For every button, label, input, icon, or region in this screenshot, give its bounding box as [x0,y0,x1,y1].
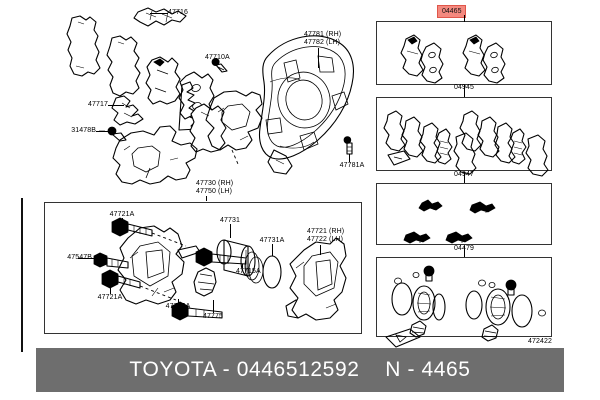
callout-47730-47750: 47730 (RH) 47750 (LH) [196,180,234,195]
left-vertical-rule [21,198,23,352]
caliper-bracket-art [285,237,347,321]
highlight-badge-04465[interactable]: 04465 [437,5,467,18]
shim-kit-art [383,110,549,177]
brake-pad-with-wear-indicator [145,56,181,105]
slide-pin-long-art-2 [171,301,223,321]
dust-boot-art [193,267,217,297]
leader-47721A-lower [110,288,111,294]
callout-47731A: 47731A [259,237,285,244]
callout-47721A-upper: 47721A [109,211,135,218]
leader-47547B [78,258,94,259]
caliper-bolt-lower-art [101,269,177,301]
callout-47710A: 47710A [205,54,230,61]
panel-box-04945 [376,97,552,171]
leader-04479 [464,246,465,257]
callout-47715A-2: 47715A [165,303,191,310]
seal-kit-art [385,265,546,348]
panel-box-04479 [376,257,552,337]
sheet-code-label: 472422 [528,338,552,345]
callout-47547B: 47547B [67,254,92,262]
slide-pin-short-art [93,252,129,269]
caliper-assembly-box [44,202,362,334]
leader-04465 [464,15,465,22]
leader-47721 [320,245,321,255]
piston-seal-art [262,255,282,289]
brake-pad-right [189,103,227,153]
leader-04945 [464,85,465,97]
leader-47715A-2 [178,299,179,303]
leader-47716 [150,13,168,14]
pad-support-plate-lower-part [111,95,144,126]
callout-47781A: 47781A [339,162,365,169]
callout-47717: 47717 [88,101,108,108]
callout-47716: 47716 [168,9,188,16]
leader-47731A [272,244,273,256]
caliper-bolt-upper-art [111,217,187,247]
brake-pad-outer-left [66,15,101,77]
leader-47731 [230,224,231,238]
callout-47715A-1: 47715A [236,268,261,275]
leader-47717 [108,105,124,106]
pad-support-plate-upper-part [133,7,187,27]
callout-47721A-lower: 47721A [97,294,123,301]
leader-31478B [96,131,108,132]
leader-47715A-1 [242,264,243,268]
leader-47721A-upper [122,218,123,222]
part-number-banner: TOYOTA - 0446512592 N - 4465 [36,348,564,392]
leader-04947 [464,172,465,183]
callout-47781-47782: 47781 (RH) 47782 (LH) [304,31,342,46]
disc-brake-dust-cover-art [258,35,355,175]
caliper-piston-art [216,239,264,284]
leader-47781 [318,48,319,68]
pad-kit-art [400,34,506,84]
callout-47731: 47731 [220,217,240,224]
callout-31478B: 31478B [71,127,96,134]
fitting-kit-art [403,199,496,244]
leader-47775 [213,300,214,313]
bleeder-plug-part [211,58,228,73]
leader-47781A [349,154,350,162]
panel-box-04947 [376,183,552,245]
callout-47775: 47775 [203,313,223,320]
callout-47721-47722: 47721 (RH) 47722 (LH) [307,228,345,243]
panel-label-04945: 04945 [454,84,474,92]
brake-pad-inner-left [106,35,141,97]
leader-47730 [206,196,207,201]
dust-cover-bolt-part [343,136,353,155]
leader-47710A [216,58,217,62]
panel-label-04479: 04479 [454,245,474,253]
disc-brake-cylinder-body [99,125,198,185]
right-panel-artwork [376,21,552,348]
caliper-torque-plate [205,90,263,165]
banner-text: TOYOTA - 0446512592 N - 4465 [129,358,471,381]
panel-label-04947: 04947 [454,171,474,179]
